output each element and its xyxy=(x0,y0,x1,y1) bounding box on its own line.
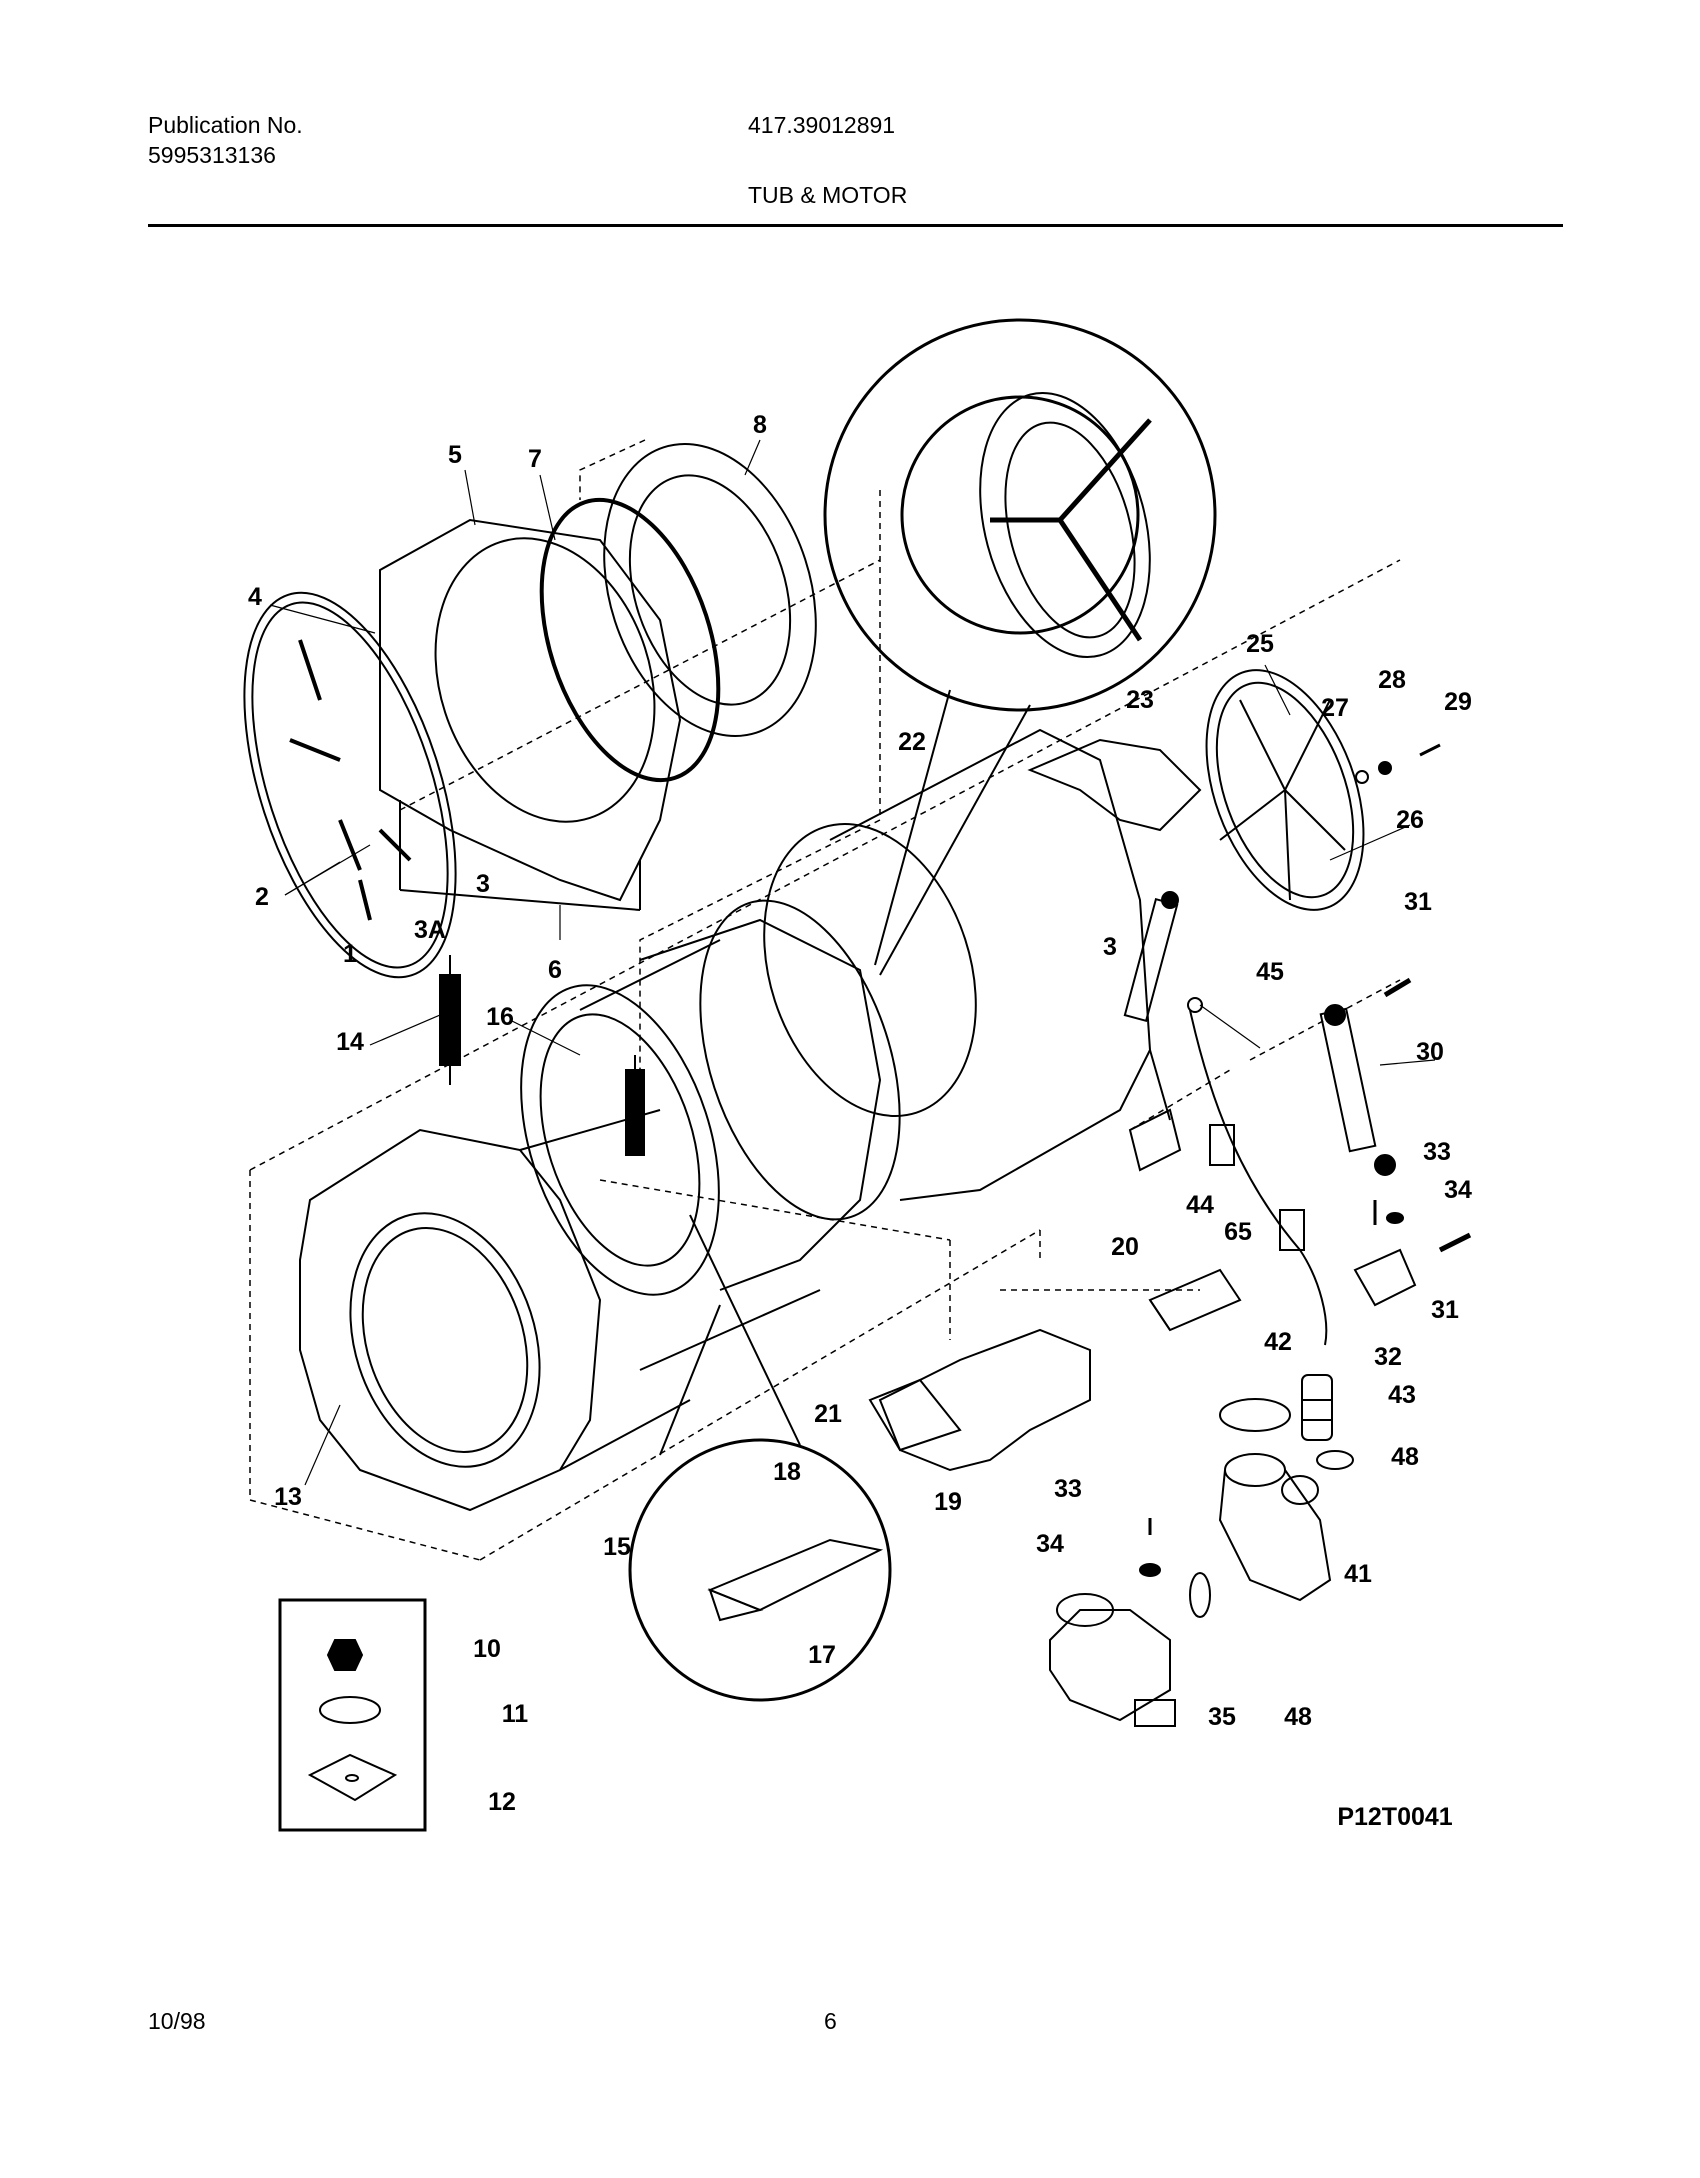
callout-43: 43 xyxy=(1388,1381,1416,1409)
callout-leaders xyxy=(269,439,1436,1486)
callout-7: 7 xyxy=(528,445,542,473)
part-44-connector-b xyxy=(1279,1209,1305,1251)
part-19-motor xyxy=(868,1328,1091,1472)
part-1-front-ring xyxy=(243,591,457,979)
callout-34-upper: 34 xyxy=(1444,1176,1472,1204)
callout-45: 45 xyxy=(1256,958,1284,986)
part-26-pulley xyxy=(1205,669,1365,911)
callout-5: 5 xyxy=(448,441,462,469)
model-number: 417.39012891 xyxy=(748,112,896,138)
part-43-pressure-sensor xyxy=(1301,1374,1333,1441)
part-21-drum xyxy=(579,899,901,1371)
callout-44: 44 xyxy=(1186,1191,1214,1219)
diagram-code: P12T0041 xyxy=(1337,1803,1452,1831)
part-22-rear-tub xyxy=(763,728,1182,1201)
callout-19: 19 xyxy=(934,1488,962,1516)
callout-22: 22 xyxy=(898,728,926,756)
callout-2: 2 xyxy=(255,883,269,911)
part-48-clamp-lower xyxy=(1189,1572,1211,1618)
part-34-washer-upper xyxy=(1386,1212,1404,1224)
page-number: 6 xyxy=(824,2008,837,2034)
part-41-sump xyxy=(1218,1453,1332,1602)
callout-41: 41 xyxy=(1344,1560,1372,1588)
callout-17: 17 xyxy=(808,1641,836,1669)
callout-65: 65 xyxy=(1224,1218,1252,1246)
callout-3-rear: 3 xyxy=(1103,933,1117,961)
header-rule xyxy=(148,224,1563,227)
part-35-drain-pump xyxy=(1049,1593,1176,1727)
callout-42: 42 xyxy=(1264,1328,1292,1356)
part-31-bolt-upper xyxy=(1383,977,1412,998)
part-8-door-boot xyxy=(603,443,817,737)
callout-11: 11 xyxy=(502,1700,529,1728)
callout-16: 16 xyxy=(486,1003,514,1031)
part-30-damper xyxy=(1319,1004,1396,1176)
callout-1: 1 xyxy=(343,940,357,968)
part-14-spring xyxy=(439,955,461,1085)
publication-number: 5995313136 xyxy=(148,142,276,168)
callout-15: 15 xyxy=(603,1533,631,1561)
part-48-clamp-upper xyxy=(1316,1450,1354,1470)
magnifier-leader-right xyxy=(879,704,1031,976)
part-31-bolt-lower xyxy=(1438,1232,1472,1253)
callout-10: 10 xyxy=(473,1635,501,1663)
callout-4: 4 xyxy=(248,583,262,611)
callout-25: 25 xyxy=(1246,630,1274,658)
part-30-damper-installed xyxy=(1123,891,1179,1023)
part-44-connector-a xyxy=(1209,1124,1235,1166)
callout-23: 23 xyxy=(1126,686,1154,714)
callout-numbers: 1 2 3 3 3A 4 5 6 7 8 10 11 12 13 14 15 1… xyxy=(248,411,1472,1816)
callout-30: 30 xyxy=(1416,1038,1444,1066)
magnifier-leader-left xyxy=(874,689,951,966)
part-27-29-hardware xyxy=(1355,743,1441,784)
callout-13: 13 xyxy=(274,1483,302,1511)
callout-20: 20 xyxy=(1111,1233,1139,1261)
callout-28: 28 xyxy=(1378,666,1406,694)
callout-6: 6 xyxy=(548,956,562,984)
callout-3-front: 3 xyxy=(476,870,490,898)
part-14-spring-installed xyxy=(625,1055,645,1156)
part-42-clamp xyxy=(1219,1398,1291,1432)
callout-48-lower: 48 xyxy=(1284,1703,1312,1731)
callout-35: 35 xyxy=(1208,1703,1236,1731)
callout-29: 29 xyxy=(1444,688,1472,716)
callout-3a: 3A xyxy=(414,916,446,944)
part-44-wire-harness xyxy=(1189,1009,1328,1346)
callout-34-lower: 34 xyxy=(1036,1530,1064,1558)
part-5-front-tub-half xyxy=(379,518,682,911)
part-65-edge xyxy=(1149,1299,1171,1331)
part-17-lifter-detail xyxy=(628,1214,892,1702)
callout-32: 32 xyxy=(1374,1343,1402,1371)
part-23-counterweight xyxy=(1027,738,1202,832)
callout-33-lower: 33 xyxy=(1054,1475,1082,1503)
callout-31-lower: 31 xyxy=(1431,1296,1459,1324)
part-34-washer-lower xyxy=(1139,1563,1161,1577)
callout-12: 12 xyxy=(488,1788,516,1816)
publication-label: Publication No. xyxy=(148,112,303,138)
part-illustrations xyxy=(243,318,1472,1832)
footer-date: 10/98 xyxy=(148,2008,206,2034)
part-45-clip xyxy=(1187,997,1203,1013)
part-32-bracket xyxy=(1353,1248,1417,1307)
callout-27: 27 xyxy=(1321,694,1349,722)
part-7-seal-ring xyxy=(539,497,721,783)
callout-8: 8 xyxy=(753,411,767,439)
callout-18: 18 xyxy=(773,1458,801,1486)
callout-31-upper: 31 xyxy=(1404,888,1432,916)
callout-21: 21 xyxy=(814,1400,842,1428)
callout-33-upper: 33 xyxy=(1423,1138,1451,1166)
callout-48-upper: 48 xyxy=(1391,1443,1419,1471)
assembly-guide-lines xyxy=(249,439,1401,1561)
callout-26: 26 xyxy=(1396,806,1424,834)
part-13-front-tub xyxy=(299,1109,691,1512)
part-spider-detail xyxy=(823,318,1217,712)
section-title: TUB & MOTOR xyxy=(748,182,908,208)
callout-14: 14 xyxy=(336,1028,364,1056)
part-10-12-inset xyxy=(278,1598,427,1832)
